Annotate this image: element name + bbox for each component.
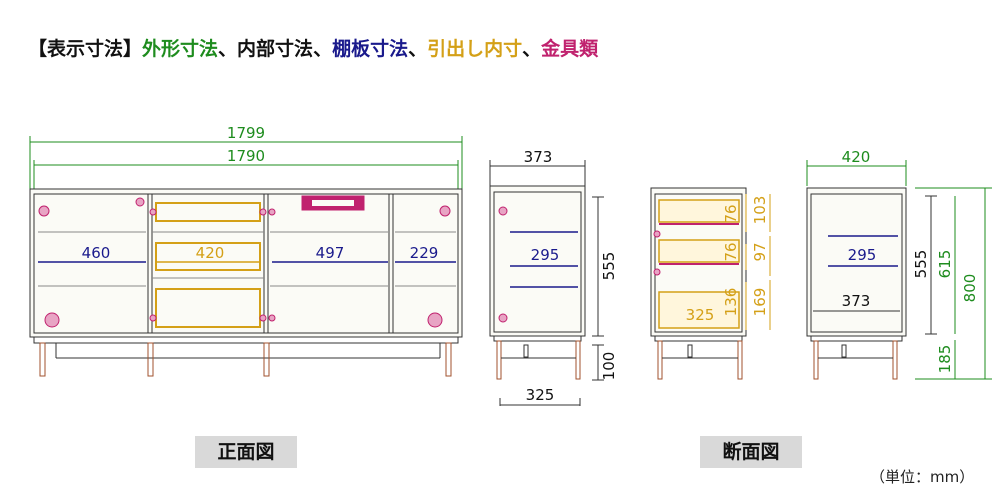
dimension-texts: 1799 1790 460 420 497 229 373 295 555 10… [82, 124, 979, 404]
dim-drawer1-pitch: 103 [751, 196, 769, 225]
legend-sep: 、 [218, 38, 238, 60]
dim-drawer2-pitch: 97 [751, 242, 769, 261]
hinge-hardware [38, 197, 451, 328]
dim-side3-top: 420 [842, 148, 871, 166]
legend-shelf: 棚板寸法 [332, 38, 409, 60]
dim-side1-height: 555 [600, 252, 618, 281]
dim-comp3: 497 [316, 244, 345, 262]
dim-side3-outer-height: 615 [936, 250, 954, 279]
side-view-2 [650, 187, 771, 380]
dim-drawer3-pitch: 169 [751, 288, 769, 317]
dim-comp4: 229 [410, 244, 439, 262]
dim-inner-width: 1790 [227, 147, 265, 165]
dim-side1-bottom: 325 [526, 386, 555, 404]
dim-outer-width: 1799 [227, 124, 265, 142]
legend-inner: 内部寸法 [237, 38, 314, 60]
dim-side3-height: 555 [912, 250, 930, 279]
legend-drawer: 引出し内寸 [427, 38, 523, 60]
legend-sep: 、 [313, 38, 333, 60]
legend-sep: 、 [522, 38, 542, 60]
front-view-label: 正面図 [195, 436, 297, 468]
dim-side3-leg: 185 [936, 345, 954, 374]
section-view-label: 断面図 [700, 436, 802, 468]
inner-width-dimension [33, 160, 459, 190]
dim-side3-inner-depth: 373 [842, 292, 871, 310]
dim-comp1: 460 [82, 244, 111, 262]
legend-sep: 、 [408, 38, 428, 60]
dim-drawer1-height: 76 [722, 204, 740, 223]
legend-hardware: 金具類 [541, 38, 599, 60]
legend-outer: 外形寸法 [142, 38, 219, 60]
dim-drawer3-depth: 325 [686, 306, 715, 324]
dim-side1-leg: 100 [600, 352, 618, 381]
side-view-1 [489, 160, 604, 406]
dimension-legend-header: 【表示寸法】外形寸法、内部寸法、棚板寸法、引出し内寸、金具類 [28, 34, 598, 61]
legend-prefix: 【表示寸法】 [28, 38, 143, 60]
side-view-3 [806, 160, 992, 380]
front-view [29, 136, 463, 377]
dim-side3-total: 800 [961, 274, 979, 303]
front-shelves [38, 231, 456, 287]
outer-width-dimension [29, 136, 463, 190]
cabinet-body [29, 188, 463, 338]
unit-label: （単位：mm） [870, 468, 975, 486]
dim-drawer3-height: 136 [722, 288, 740, 317]
dim-side3-shelf: 295 [848, 246, 877, 264]
front-legs [39, 342, 452, 377]
dim-side1-top: 373 [524, 148, 553, 166]
dim-drawer2-height: 76 [722, 242, 740, 261]
dim-comp2: 420 [196, 244, 225, 262]
dim-side1-shelf: 295 [531, 246, 560, 264]
